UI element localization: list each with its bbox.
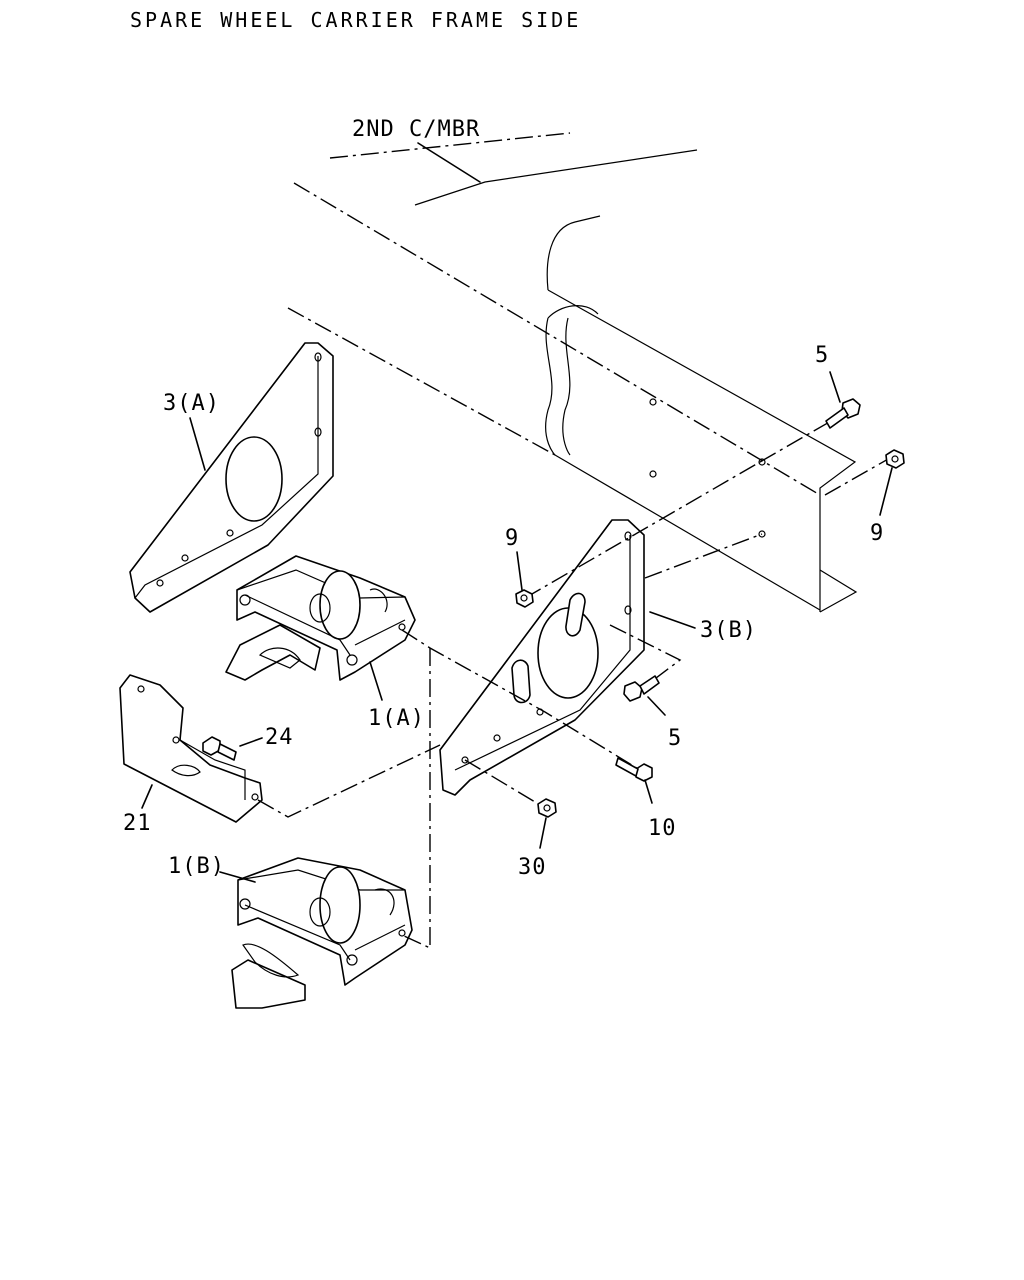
assembly-centerlines [257,412,891,950]
p21-leader [141,784,153,809]
p5-top-leader [829,371,841,403]
p3a-leader [189,417,206,471]
p30-leader [539,817,547,849]
carrier-1a [225,555,416,681]
bolt-5-top [825,398,861,429]
p1a-label: 1(A) [368,706,425,731]
p3a-label: 3(A) [163,391,220,416]
crossmember-leader [417,142,481,183]
crossmember-frame [287,132,858,613]
p3b-leader [649,611,696,629]
p21-label: 21 [123,811,152,836]
p9-left-label: 9 [505,526,519,551]
p5-bottom-leader [647,696,666,716]
carrier-1b [231,857,413,1009]
p30-label: 30 [518,855,547,880]
bolt-5-bottom [623,675,660,702]
p9-right-leader [879,467,893,516]
p10-label: 10 [648,816,677,841]
p24-leader [239,737,263,747]
bracket-3a [129,342,334,613]
p24-label: 24 [265,725,294,750]
bolt-24 [202,736,237,761]
bolt-10 [615,757,653,782]
nut-9-left [515,589,534,608]
p1b-label: 1(B) [168,854,225,879]
cover-plate-21 [119,674,263,823]
nut-9-right [885,449,905,469]
nut-30 [537,798,557,818]
p1a-leader [369,661,383,701]
crossmember-label: 2ND C/MBR [352,117,480,142]
p10-leader [644,779,653,804]
bracket-3b [439,519,645,796]
diagram-title: SPARE WHEEL CARRIER FRAME SIDE [130,8,581,32]
p5-bottom-label: 5 [668,726,682,751]
p3b-label: 3(B) [700,618,757,643]
p9-left-leader [516,551,523,591]
p5-top-label: 5 [815,343,829,368]
p9-right-label: 9 [870,521,884,546]
p1b-leader [219,871,256,883]
